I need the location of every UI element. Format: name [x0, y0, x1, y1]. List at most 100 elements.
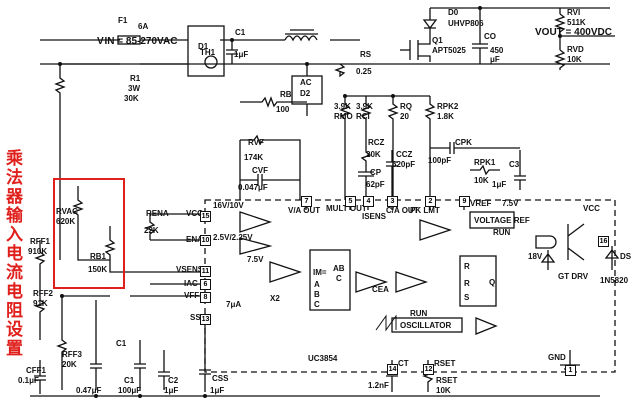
css-value: 1μF	[210, 386, 225, 395]
co-value2: μF	[490, 55, 500, 64]
vsense-pin-label: VSENSE	[176, 265, 209, 274]
rcz-label: RCZ	[368, 138, 385, 147]
rq-label: RQ	[400, 102, 412, 111]
d1-label: D1	[198, 42, 209, 51]
ct-label: CT	[398, 359, 409, 368]
c2-value: 1μF	[164, 386, 179, 395]
rff1-label: RFF1	[30, 237, 50, 246]
d1-bridge	[187, 25, 225, 77]
r1-label: R1	[130, 74, 141, 83]
c1c-label: C1	[124, 376, 135, 385]
pin-12: 12	[423, 364, 434, 375]
mult-b: B	[314, 290, 320, 299]
ct-value: 1.2nF	[368, 381, 389, 390]
mult-im: IM=	[313, 268, 327, 277]
pin-3: 3	[387, 196, 398, 207]
rff3-label: RFF3	[62, 350, 82, 359]
th1-label: TH1	[200, 48, 216, 57]
ref-2v5: 2.5V/2.25V	[213, 233, 253, 242]
rff3-value: 20K	[62, 360, 77, 369]
pin-9: 9	[459, 196, 470, 207]
th1-thermistor	[204, 55, 218, 69]
pin-16: 16	[598, 236, 609, 247]
ds-label: DS	[620, 252, 632, 261]
cvf-label: CVF	[252, 166, 268, 175]
cff1-value: 0.1μF	[18, 376, 39, 385]
vref-value: 7.5V	[502, 199, 519, 208]
iac-pin-label: IAC	[184, 279, 198, 288]
rci-value: 3.9K	[356, 102, 373, 111]
rvd-value: 10K	[567, 55, 582, 64]
c1-value: 1μF	[234, 50, 249, 59]
cp-label: CP	[370, 168, 382, 177]
rvi-label: RVI	[567, 8, 581, 17]
co-label: CO	[484, 32, 496, 41]
latch-q: Q	[489, 278, 496, 287]
r1-value1: 3W	[128, 84, 140, 93]
rb1-value: 150K	[88, 265, 108, 274]
rvd-label: RVD	[567, 45, 584, 54]
mult-ab: AB	[333, 264, 345, 273]
ref-7v5: 7.5V	[247, 255, 264, 264]
pin-1: 1	[565, 365, 576, 376]
ss-current-source: 7μA	[226, 300, 242, 309]
rset-label-2: RSET	[436, 376, 458, 385]
pin-13: 13	[200, 314, 211, 325]
ic-name: UC3854	[308, 354, 338, 363]
latch-s: S	[464, 293, 470, 302]
c2-label: C2	[168, 376, 179, 385]
ca-out-label: C/A OUT	[386, 206, 419, 215]
c1b-value: 0.47μF	[76, 386, 102, 395]
rpk2-label: RPK2	[437, 102, 459, 111]
vout-label: VOUT = 400VDC	[535, 27, 612, 38]
rset-value: 10K	[436, 386, 451, 395]
ccz-value: 620pF	[392, 160, 416, 169]
pin-8: 8	[200, 292, 211, 303]
f1-value: 6A	[138, 22, 149, 31]
co-value1: 450	[490, 46, 504, 55]
rs-value: 0.25	[356, 67, 372, 76]
gt-drv-label: GT DRV	[558, 272, 589, 281]
rcz-value: 20K	[366, 150, 381, 159]
ccz-label: CCZ	[396, 150, 413, 159]
ena-pin-label: ENA	[186, 235, 203, 244]
pin-7: 7	[301, 196, 312, 207]
pk-lmt-label: PK LMT	[410, 206, 440, 215]
pin-11: 11	[200, 266, 211, 277]
pin-15: 15	[200, 211, 211, 222]
rff2-value: 91K	[33, 299, 48, 308]
mult-a: A	[314, 280, 320, 289]
pin-4: 4	[363, 196, 374, 207]
rset-label: RSET	[434, 359, 456, 368]
multiplier-block	[309, 249, 351, 311]
c3-label: C3	[509, 160, 520, 169]
cpk-value: 100pF	[428, 156, 452, 165]
vcc-pin-label: VCC	[186, 209, 203, 218]
mult-out-label: MULT OUT	[326, 204, 367, 213]
c1-label: C1	[235, 28, 246, 37]
highlight-box	[53, 178, 125, 289]
vref-label: VREF	[470, 199, 492, 208]
f1-label: F1	[118, 16, 128, 25]
c1b-label: C1	[116, 339, 127, 348]
ds-part: 1N5820	[600, 276, 629, 285]
rb1-label: RB1	[90, 252, 107, 261]
rvac-value: 620K	[56, 217, 76, 226]
run-label-1: RUN	[493, 228, 511, 237]
pin-6: 6	[200, 279, 211, 290]
cea-label: CEA	[372, 285, 389, 294]
pin-5: 5	[345, 196, 356, 207]
rb-value: 100	[276, 105, 290, 114]
rvac-label: RVAC	[56, 207, 78, 216]
pin-10: 10	[200, 235, 211, 246]
vcc2-label: VCC	[583, 204, 600, 213]
x2-block: X2	[270, 294, 280, 303]
zener-18v: 18V	[528, 252, 543, 261]
voltage-ref-block	[469, 211, 515, 229]
oscillator-label: OSCILLATOR	[400, 321, 452, 330]
mult-c: C	[336, 274, 342, 283]
rpk1-value: 10K	[474, 176, 489, 185]
c1c-value: 100μF	[118, 386, 142, 395]
d2-ac: AC	[300, 78, 312, 87]
rpk1-label: RPK1	[474, 158, 496, 167]
